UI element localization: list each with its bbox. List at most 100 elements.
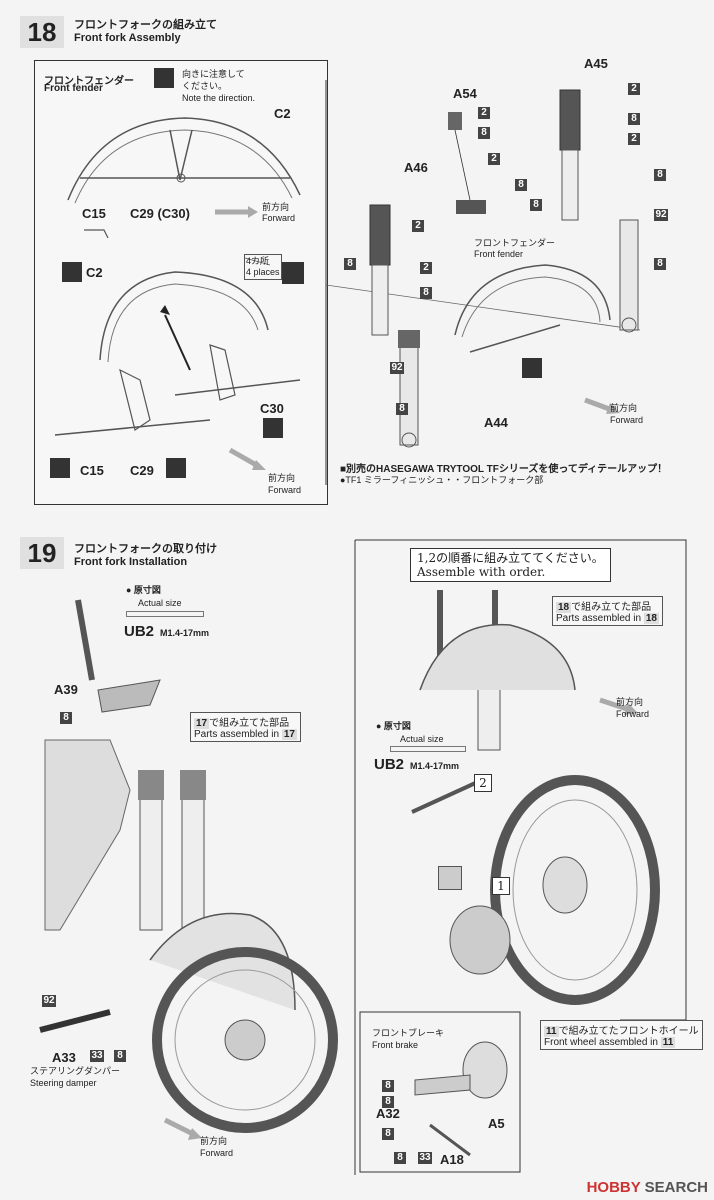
color-8-n: 8: [382, 1128, 394, 1140]
fender2-en: Front fender: [474, 249, 524, 259]
part-a46: A46: [404, 160, 428, 175]
paint-icon: [282, 262, 304, 284]
forward-en-2: Forward: [268, 485, 302, 495]
ref18-jp: で組み立てた部品: [571, 602, 652, 613]
fender2-jp: フロントフェンダー: [474, 238, 556, 248]
damper-en: Steering damper: [30, 1078, 97, 1088]
color-92-a: 92: [654, 209, 668, 221]
forward-en-1: Forward: [262, 213, 296, 223]
color-2-c: 2: [628, 133, 640, 145]
forward-en-5: Forward: [616, 709, 650, 719]
color-33: 33: [90, 1050, 104, 1062]
color-92-b: 92: [390, 362, 404, 374]
color-8-f: 8: [344, 258, 356, 270]
color-8-m: 8: [382, 1096, 394, 1108]
fender-label-en: Front fender: [44, 83, 103, 94]
color-8-h: 8: [420, 287, 432, 299]
damper-jp: ステアリングダンパー: [30, 1066, 121, 1076]
direction-note-jp2: ください。: [182, 81, 228, 91]
forward-en-4: Forward: [200, 1148, 234, 1158]
part-a18: A18: [440, 1152, 464, 1167]
part-ub2-b: UB2: [374, 756, 405, 773]
part-a39: A39: [54, 682, 78, 697]
no-cement-icon: [438, 866, 462, 890]
actual-size2-jp: ● 原寸図: [376, 721, 411, 731]
watermark-brand: HOBBY: [586, 1179, 641, 1196]
part-c2-top: C2: [274, 106, 291, 121]
ub2b-spec: M1.4-17mm: [410, 761, 460, 771]
cement-icon-c15: [50, 458, 70, 478]
ref17-num: 17: [194, 718, 210, 729]
color-8-c: 8: [654, 169, 666, 181]
color-8-a: 8: [478, 127, 490, 139]
step18-title-en: Front fork Assembly: [74, 32, 181, 44]
direction-note-en: Note the direction.: [182, 93, 256, 103]
forward-jp-5: 前方向: [616, 697, 644, 707]
step-number-19: 19: [20, 537, 64, 569]
direction-note-jp1: 向きに注意して: [182, 69, 245, 79]
part-c15-bottom: C15: [80, 463, 104, 478]
part-a5: A5: [488, 1116, 505, 1131]
order-jp: 1,2の順番に組み立ててください。: [417, 551, 604, 565]
forward-jp-1: 前方向: [262, 202, 290, 212]
part-c30: C30: [260, 401, 284, 416]
color-2-a: 2: [628, 83, 640, 95]
actual-size-en: Actual size: [138, 598, 182, 608]
color-8-l: 8: [382, 1080, 394, 1092]
forward-jp-3: 前方向: [610, 403, 638, 413]
order-marker-1: 1: [492, 877, 510, 895]
color-8-j: 8: [60, 712, 72, 724]
color-2-b: 2: [478, 107, 490, 119]
screw2-actual-size: [390, 746, 466, 752]
ref11-jp: で組み立てたフロントホイール: [558, 1026, 699, 1037]
part-c29c30: C29 (C30): [130, 206, 190, 221]
ref17-num-b: 17: [281, 729, 297, 740]
ref18-en: Parts assembled in: [556, 613, 642, 624]
forward-jp-4: 前方向: [200, 1136, 228, 1146]
ref11-en: Front wheel assembled in: [544, 1037, 658, 1048]
order-marker-2: 2: [474, 774, 492, 792]
ref17-en: Parts assembled in: [194, 729, 280, 740]
part-a45: A45: [584, 56, 608, 71]
actual-size2-en: Actual size: [400, 734, 444, 744]
ub2-spec: M1.4-17mm: [160, 628, 210, 638]
color-8-k: 8: [114, 1050, 126, 1062]
color-2-e: 2: [412, 220, 424, 232]
forward-jp-2: 前方向: [268, 473, 296, 483]
color-8-e: 8: [530, 199, 542, 211]
ref18-num-b: 18: [643, 613, 659, 624]
color-92-c: 92: [42, 995, 56, 1007]
part-a33: A33: [52, 1050, 76, 1065]
ref18-num: 18: [556, 602, 572, 613]
step-number-18: 18: [20, 16, 64, 48]
trytool-line2: ●TF1 ミラーフィニッシュ・・フロントフォーク部: [340, 475, 544, 485]
screw-actual-size: [126, 611, 204, 617]
color-33-b: 33: [418, 1152, 432, 1164]
watermark: HOBBY SEARCH: [587, 1179, 708, 1196]
brake-jp: フロントブレーキ: [372, 1028, 445, 1038]
cement-icon-fender: [522, 358, 542, 378]
part-c15-top: C15: [82, 206, 106, 221]
color-8-d: 8: [515, 179, 527, 191]
places-en: 4 places: [246, 267, 280, 277]
forward-en-3: Forward: [610, 415, 644, 425]
cement-icon-c29: [166, 458, 186, 478]
color-2-f: 2: [420, 262, 432, 274]
watermark-rest: SEARCH: [644, 1179, 708, 1196]
color-8-o: 8: [394, 1152, 406, 1164]
cement-icon-c2: [62, 262, 82, 282]
step18-title-jp: フロントフォークの組み立て: [74, 19, 217, 31]
step19-title-en: Front fork Installation: [74, 556, 188, 568]
order-en: Assemble with order.: [417, 565, 546, 579]
trytool-line1: ■別売のHASEGAWA TRYTOOL TFシリーズを使ってディテールアップ！: [340, 464, 668, 475]
order-note: 1,2の順番に組み立ててください。Assemble with order.: [410, 548, 611, 582]
ref11-num: 11: [544, 1026, 559, 1037]
places-jp: 4カ所: [246, 256, 270, 266]
brake-en: Front brake: [372, 1040, 419, 1050]
color-2-d: 2: [488, 153, 500, 165]
part-c2-bottom: C2: [86, 265, 103, 280]
